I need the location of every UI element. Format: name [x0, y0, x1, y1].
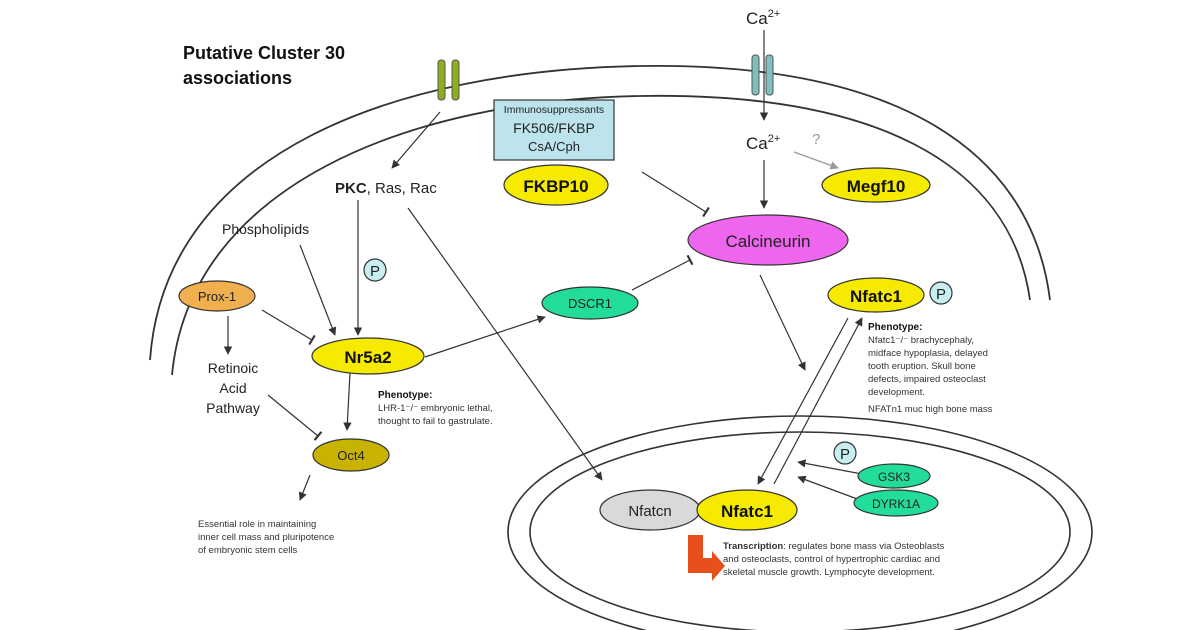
title-line-1: Putative Cluster 30 [183, 43, 345, 63]
channel-calcium [751, 54, 774, 96]
transcription-line-3: skeletal muscle growth. Lymphocyte devel… [723, 567, 935, 578]
calcineurin-label: Calcineurin [725, 232, 810, 251]
phospholipids-label: Phospholipids [222, 221, 309, 237]
edge-nfatc1-import [757, 317, 849, 485]
edge-ras-nfatcn [407, 207, 603, 481]
oct4-note-line-2: inner cell mass and pluripotence [198, 532, 334, 543]
pkc-ras-rac-label: PKC, Ras, Rac [335, 180, 437, 197]
phenotype-nfatc1-line-6: NFATn1 muc high bone mass [868, 404, 993, 415]
phospho-nucleus: P [833, 441, 857, 465]
node-oct4: Oct4 [312, 438, 390, 472]
transcription-line-2: and osteoclasts, control of hypertrophic… [723, 554, 940, 565]
transcription-note: Transcription: regulates bone mass via O… [723, 541, 944, 578]
phenotype-nfatc1-line-2: midface hypoplasia, delayed [868, 348, 988, 359]
edge-dyrk1a-phospho [797, 475, 861, 501]
retinoic-line-3: Pathway [206, 400, 260, 416]
retinoic-line-1: Retinoic [208, 360, 259, 376]
phospho-nfatc1-label: P [936, 286, 946, 303]
edges [223, 30, 863, 501]
phenotype-nfatc1-note: Phenotype: Nfatc1⁻/⁻ brachycephaly, midf… [868, 322, 993, 415]
dyrk1a-label: DYRK1A [872, 497, 920, 511]
phospho-nucleus-label: P [840, 446, 850, 463]
nfatcn-label: Nfatcn [628, 503, 671, 520]
dscr1-label: DSCR1 [568, 296, 612, 311]
edge-oct4-note [298, 474, 311, 501]
retinoic-line-2: Acid [219, 380, 246, 396]
edge-calcineurin-nuclear [759, 274, 806, 371]
node-nfatcn: Nfatcn [599, 489, 701, 531]
oct4-note-line-3: of embryonic stem cells [198, 545, 298, 556]
nr5a2-label: Nr5a2 [344, 348, 391, 367]
immuno-line-1: Immunosuppressants [504, 104, 604, 116]
node-gsk3: GSK3 [857, 463, 931, 489]
edge-channel-pkc [391, 111, 441, 169]
immunosuppressants-box: Immunosuppressants FK506/FKBP CsA/Cph [493, 99, 615, 161]
nucleus [507, 415, 1093, 630]
node-nr5a2: Nr5a2 [311, 337, 425, 375]
retinoic-acid-pathway: Retinoic Acid Pathway [206, 360, 260, 416]
edge-immuno-calcineurin-inhibit [641, 171, 710, 218]
phospho-nfatc1-icon [929, 281, 953, 305]
phenotype-nfatc1-heading: Phenotype: [868, 322, 922, 333]
transcription-line-1: Transcription: regulates bone mass via O… [723, 541, 944, 552]
node-calcineurin: Calcineurin [687, 214, 849, 266]
fkbp10-label: FKBP10 [523, 177, 588, 196]
edge-retinoic-oct4-inhibit [267, 394, 323, 441]
node-fkbp10: FKBP10 [503, 164, 609, 206]
phenotype-nr5a2-note: Phenotype: LHR-1⁻/⁻ embryonic lethal, th… [378, 390, 493, 427]
calcium-top-label: Ca2+ [746, 8, 780, 28]
gsk3-label: GSK3 [878, 470, 910, 484]
immuno-line-3: CsA/Cph [528, 139, 580, 154]
transcription-arrow-icon [688, 535, 725, 581]
phospho-nr5a2-label: P [370, 263, 380, 280]
phenotype-nfatc1-line-5: development. [868, 387, 925, 398]
nfatc1-nuc-label: Nfatc1 [721, 502, 773, 521]
phenotype-nfatc1-line-3: tooth eruption. Skull bone [868, 361, 976, 372]
node-prox1: Prox-1 [178, 280, 256, 312]
edge-prox1-nr5a2-inhibit [261, 309, 316, 346]
oct4-note-line-1: Essential role in maintaining [198, 519, 316, 530]
phenotype-nfatc1-line-1: Nfatc1⁻/⁻ brachycephaly, [868, 335, 974, 346]
nfatc1-cyto-label: Nfatc1 [850, 287, 902, 306]
megf10-label: Megf10 [847, 177, 906, 196]
node-dscr1: DSCR1 [541, 286, 639, 320]
prox1-label: Prox-1 [198, 289, 236, 304]
phospho-nr5a2: P [363, 258, 387, 282]
phenotype-nr5a2-line-2: thought to fail to gastrulate. [378, 416, 493, 427]
edge-dscr1-calcineurin-inhibit [631, 254, 694, 291]
edge-nr5a2-dscr1 [424, 315, 546, 358]
question-mark: ? [812, 131, 820, 148]
phenotype-nr5a2-line-1: LHR-1⁻/⁻ embryonic lethal, [378, 403, 493, 414]
title-line-2: associations [183, 68, 292, 88]
phenotype-nfatc1-line-4: defects, impaired osteoclast [868, 374, 986, 385]
edge-nfatc1-export [773, 317, 863, 485]
oct4-label: Oct4 [337, 448, 364, 463]
node-dyrk1a: DYRK1A [853, 489, 939, 517]
channel-left [437, 59, 460, 101]
edge-gsk3-phospho [797, 459, 863, 475]
calcium-mid-label: Ca2+ [746, 133, 780, 153]
cell-membrane [149, 65, 1051, 376]
node-nfatc1-cytoplasm: Nfatc1 P [827, 277, 953, 313]
oct4-note: Essential role in maintaining inner cell… [198, 519, 334, 556]
node-megf10: Megf10 [821, 167, 931, 203]
edge-phospholipids-nr5a2 [299, 244, 337, 336]
edge-nr5a2-oct4 [343, 372, 352, 431]
phenotype-nr5a2-heading: Phenotype: [378, 390, 432, 401]
immuno-line-2: FK506/FKBP [513, 120, 595, 136]
node-nfatc1-nucleus: Nfatc1 [696, 489, 798, 531]
edge-ca-megf10 [793, 151, 839, 170]
